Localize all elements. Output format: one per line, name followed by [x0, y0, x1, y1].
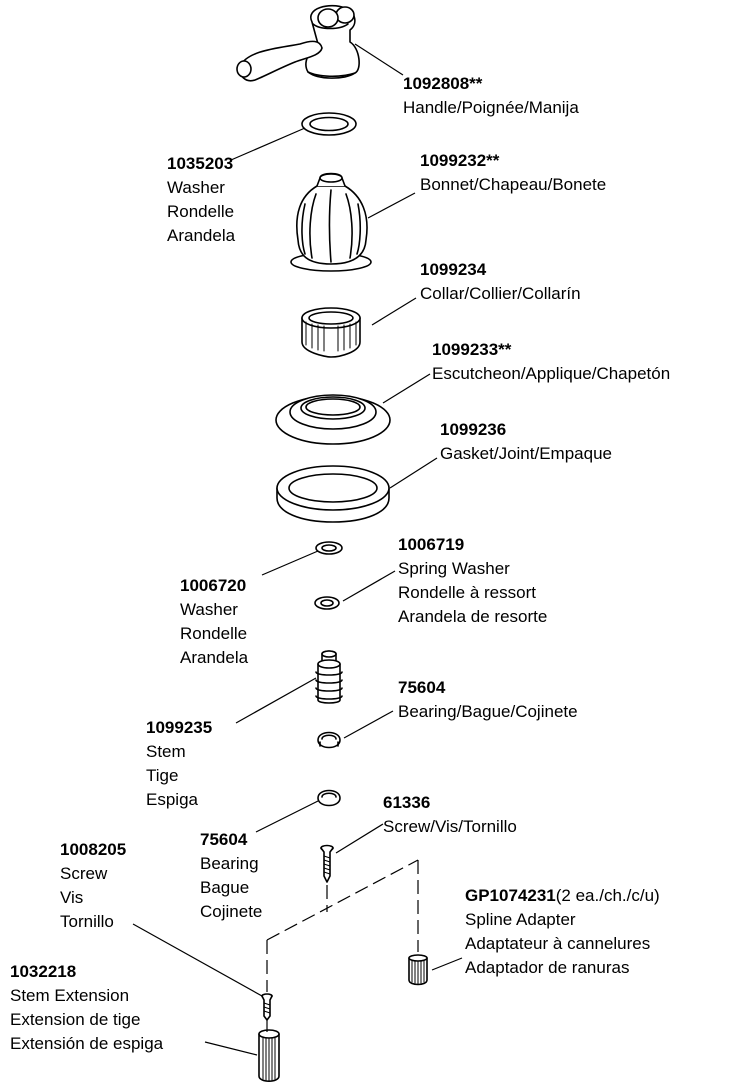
part-number: GP1074231	[465, 886, 556, 905]
part-name: Rondelle	[180, 624, 248, 643]
part-name: Gasket/Joint/Empaque	[440, 444, 612, 463]
part-name: Espiga	[146, 790, 198, 809]
escutcheon-part	[275, 394, 391, 445]
part-name: Bague	[200, 878, 250, 897]
label-screw-61336: 61336 Screw/Vis/Tornillo	[383, 791, 517, 839]
label-bearing-top: 75604 Bearing/Bague/Cojinete	[398, 676, 578, 724]
part-number: 75604	[200, 830, 248, 849]
label-spring-washer: 1006719 Spring Washer Rondelle à ressort…	[398, 533, 547, 629]
part-name: Extensión de espiga	[10, 1034, 164, 1053]
part-number: 61336	[383, 793, 431, 812]
part-number: 1006719	[398, 535, 465, 554]
part-name: Cojinete	[200, 902, 263, 921]
label-washer-1035203: 1035203 Washer Rondelle Arandela	[167, 152, 235, 248]
part-name: Tige	[146, 766, 179, 785]
collar-part	[301, 307, 361, 358]
part-name: Tornillo	[60, 912, 114, 931]
part-number: 1032218	[10, 962, 77, 981]
part-name: Adaptador de ranuras	[465, 958, 630, 977]
quantity-note: (2 ea./ch./c/u)	[555, 886, 660, 905]
screw-61336-part	[320, 844, 334, 883]
part-number: 1099234	[420, 260, 487, 279]
part-name: Handle/Poignée/Manija	[403, 98, 579, 117]
part-name: Rondelle	[167, 202, 235, 221]
screw-1008205-part	[261, 993, 273, 1021]
stem-part	[315, 650, 343, 704]
label-bonnet: 1099232** Bonnet/Chapeau/Bonete	[420, 149, 606, 197]
part-name: Arandela	[167, 226, 236, 245]
part-name: Arandela de resorte	[398, 607, 548, 626]
part-name: Bearing	[200, 854, 259, 873]
part-name: Bearing/Bague/Cojinete	[398, 702, 578, 721]
part-name: Vis	[60, 888, 84, 907]
part-name: Stem Extension	[10, 986, 130, 1005]
label-bearing-bottom: 75604 Bearing Bague Cojinete	[200, 828, 262, 924]
label-stem: 1099235 Stem Tige Espiga	[146, 716, 212, 812]
part-number: 1035203	[167, 154, 234, 173]
gasket-part	[276, 465, 390, 523]
part-number: 1099232**	[420, 151, 500, 170]
part-name: Collar/Collier/Collarín	[420, 284, 581, 303]
spline-adapter-part	[408, 954, 428, 986]
part-name: Washer	[180, 600, 238, 619]
part-number: 1092808**	[403, 74, 483, 93]
part-name: Stem	[146, 742, 186, 761]
part-number: 1099236	[440, 420, 507, 439]
stem-extension-part	[258, 1029, 280, 1083]
part-name: Screw	[60, 864, 108, 883]
bonnet-part	[290, 172, 372, 272]
part-name: Arandela	[180, 648, 249, 667]
bearing-top-part	[317, 731, 341, 749]
part-name: Spring Washer	[398, 559, 510, 578]
part-name: Spline Adapter	[465, 910, 576, 929]
part-name: Rondelle à ressort	[398, 583, 536, 602]
part-number: 1008205	[60, 840, 127, 859]
part-name: Screw/Vis/Tornillo	[383, 817, 517, 836]
label-washer-1006720: 1006720 Washer Rondelle Arandela	[180, 574, 248, 670]
label-handle: 1092808** Handle/Poignée/Manija	[403, 72, 579, 120]
part-name: Adaptateur à cannelures	[465, 934, 651, 953]
label-screw-1008205: 1008205 Screw Vis Tornillo	[60, 838, 126, 934]
handle-part	[236, 4, 360, 82]
part-number: 1099235	[146, 718, 213, 737]
part-name: Extension de tige	[10, 1010, 141, 1029]
part-name: Bonnet/Chapeau/Bonete	[420, 175, 607, 194]
part-name: Escutcheon/Applique/Chapetón	[432, 364, 671, 383]
part-number: 1006720	[180, 576, 247, 595]
label-gasket: 1099236 Gasket/Joint/Empaque	[440, 418, 612, 466]
part-name: Washer	[167, 178, 225, 197]
label-collar: 1099234 Collar/Collier/Collarín	[420, 258, 581, 306]
washer-1035203-part	[301, 112, 357, 136]
washer-1006720-part	[315, 541, 343, 555]
label-spline-adapter: GP1074231(2 ea./ch./c/u) Spline Adapter …	[465, 884, 660, 980]
label-escutcheon: 1099233** Escutcheon/Applique/Chapetón	[432, 338, 670, 386]
part-number: 1099233**	[432, 340, 512, 359]
spring-washer-part	[314, 596, 340, 610]
part-number: 75604	[398, 678, 446, 697]
bearing-bottom-part	[317, 789, 341, 807]
label-stem-extension: 1032218 Stem Extension Extension de tige…	[10, 960, 163, 1056]
